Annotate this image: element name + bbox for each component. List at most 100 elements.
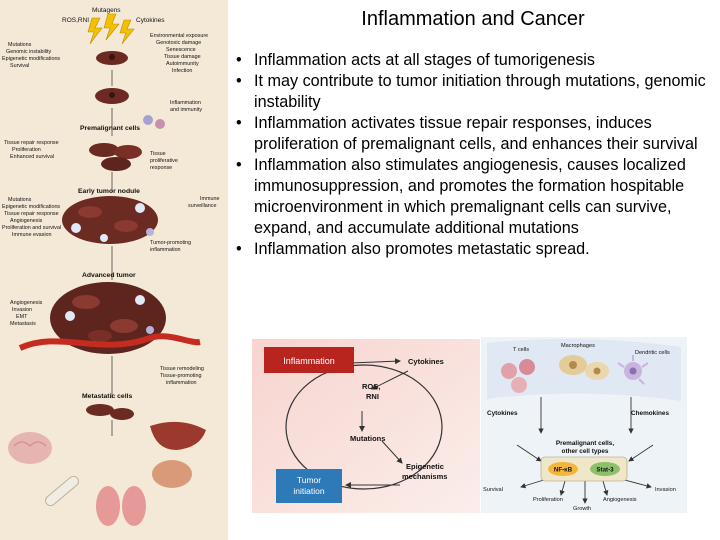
tumor-promoting-2: inflammation (150, 247, 181, 253)
env-item-3: Senescence (166, 47, 196, 53)
mutations-label: Mutations (350, 434, 385, 443)
mid-list-4: Angiogenesis (10, 218, 43, 224)
tissue-proliferative-1: Tissue (150, 151, 166, 157)
remodeling-3: inflammation (166, 380, 197, 386)
angio-list-2: Invasion (12, 307, 32, 313)
env-item-5: Autoimmunity (166, 61, 199, 67)
liver-icon (150, 421, 206, 450)
normal-cell-icon (96, 51, 128, 65)
slide-title: Inflammation and Cancer (361, 8, 585, 30)
mid-list-3: Tissue repair response (4, 211, 59, 217)
left-mutations-3: Epigenetic modifications (2, 56, 60, 62)
inflammation-loop-svg: Inflammation Cytokines ROS, RNI Mutation… (252, 339, 480, 513)
nfkb-label: NF-κB (554, 467, 573, 474)
left-mutations-1: Mutations (8, 42, 32, 48)
angiogenesis-label: Angiogenesis (603, 497, 637, 503)
tumor-promoting-1: Tumor-promoting (150, 240, 191, 246)
invasion-label: Invasion (655, 487, 676, 493)
early-tumor-nodule-icon (62, 196, 158, 244)
tissue-repair-1: Tissue repair response (4, 140, 59, 146)
initiation-label: initiation (293, 486, 324, 496)
stat3-label: Stat-3 (596, 467, 614, 474)
env-item-1: Environmental exposure (150, 33, 208, 39)
immune-cells-icon (143, 115, 165, 129)
tissue-proliferative-2: proliferative (150, 158, 178, 164)
mid-list-1: Mutations (8, 197, 32, 203)
env-item-6: Infection (172, 68, 192, 74)
immune-cells-svg: T cells Macrophages Dendritic cells Cyto… (481, 337, 687, 513)
other-cell-types-label: other cell types (562, 448, 609, 455)
env-item-2: Genotoxic damage (156, 40, 201, 46)
mid-list-2: Epigenetic modifications (2, 204, 60, 210)
inflammation-loop-diagram: Inflammation Cytokines ROS, RNI Mutation… (250, 337, 482, 515)
stomach-icon (152, 460, 192, 488)
growth-label: Growth (573, 506, 591, 512)
bone-icon (45, 475, 79, 507)
tissue-repair-3: Enhanced survival (10, 154, 54, 160)
bullet-item: Inflammation acts at all stages of tumor… (236, 50, 712, 71)
metastatic-cells-label: Metastatic cells (82, 393, 132, 400)
tumorigenesis-figure: Mutagens ROS,RNI Cytokines Environmental… (0, 0, 228, 540)
t-cells-icon (501, 359, 535, 393)
ros-rni-label: ROS,RNI (62, 17, 89, 24)
mid-list-5: Proliferation and survival (2, 225, 61, 231)
inflammation-immunity-1: Inflammation (170, 100, 201, 106)
loop-arrows (345, 358, 409, 488)
metastatic-cells-icon (86, 404, 134, 420)
inflammation-label: Inflammation (283, 356, 335, 366)
mid-list-6: Immune evasion (12, 232, 52, 238)
nfkb-badge (548, 462, 578, 476)
premalignant-label: Premalignant cells, (556, 440, 614, 447)
inflammation-immunity-2: and immunity (170, 107, 202, 113)
rni-label: RNI (366, 392, 379, 401)
bullet-item: Inflammation also stimulates angiogenesi… (236, 155, 712, 239)
dendritic-cells-icon (617, 355, 649, 385)
lungs-icon (96, 486, 146, 526)
mutagens-label: Mutagens (92, 7, 121, 14)
proliferation-label: Proliferation (533, 497, 563, 503)
loop-circle (285, 364, 443, 490)
bullet-item: It may contribute to tumor initiation th… (236, 71, 712, 113)
immune-cells-diagram: T cells Macrophages Dendritic cells Cyto… (481, 337, 687, 513)
cytokines-label: Cytokines (136, 17, 165, 24)
cell-stage-2-icon (95, 88, 129, 104)
tumorigenesis-figure-svg: Mutagens ROS,RNI Cytokines Environmental… (2, 7, 219, 526)
tumor-initiation-box (276, 469, 342, 503)
env-item-4: Tissue damage (164, 54, 201, 60)
angio-list-3: EMT (16, 314, 28, 320)
advanced-tumor-icon (18, 282, 201, 354)
bullet-item: Inflammation also promotes metastatic sp… (236, 239, 712, 260)
macrophages-icon (559, 355, 609, 380)
mutagen-bolts-icon (87, 13, 135, 45)
bullet-item: Inflammation activates tissue repair res… (236, 113, 712, 155)
stat3-badge (590, 462, 620, 476)
remodeling-1: Tissue remodeling (160, 366, 204, 372)
mechanisms-label: mechanisms (402, 472, 447, 481)
dendritic-cells-label: Dendritic cells (635, 350, 670, 356)
tissue-proliferative-3: response (150, 165, 172, 171)
angio-list-1: Angiogenesis (10, 300, 43, 306)
t-cells-label: T cells (513, 347, 529, 353)
cytokines-label: Cytokines (487, 410, 518, 417)
macrophages-label: Macrophages (561, 343, 595, 349)
left-mutations-2: Genomic instability (6, 49, 52, 55)
remodeling-2: Tissue-promoting (160, 373, 201, 379)
premalignant-cells-label: Premalignant cells (80, 125, 140, 132)
survival-label: Survival (483, 487, 503, 493)
cytokines-label: Cytokines (408, 357, 444, 366)
bullet-list: Inflammation acts at all stages of tumor… (236, 50, 712, 260)
inflammation-box (264, 347, 354, 373)
left-mutations-4: Survival (10, 63, 29, 69)
epigenetic-label: Epigenetic (406, 462, 444, 471)
early-tumor-nodule-label: Early tumor nodule (78, 188, 140, 195)
chemokines-label: Chemokines (631, 410, 669, 417)
premalignant-cells-icon (89, 143, 142, 171)
tissue-repair-2: Proliferation (12, 147, 41, 153)
angio-list-4: Metastasis (10, 321, 36, 327)
immune-surveillance-2: surveillance (188, 203, 216, 209)
advanced-tumor-label: Advanced tumor (82, 272, 136, 279)
ros-label: ROS, (362, 382, 380, 391)
tumor-label: Tumor (297, 475, 321, 485)
brain-icon (8, 432, 52, 464)
immune-surveillance-1: Immune (200, 196, 219, 202)
